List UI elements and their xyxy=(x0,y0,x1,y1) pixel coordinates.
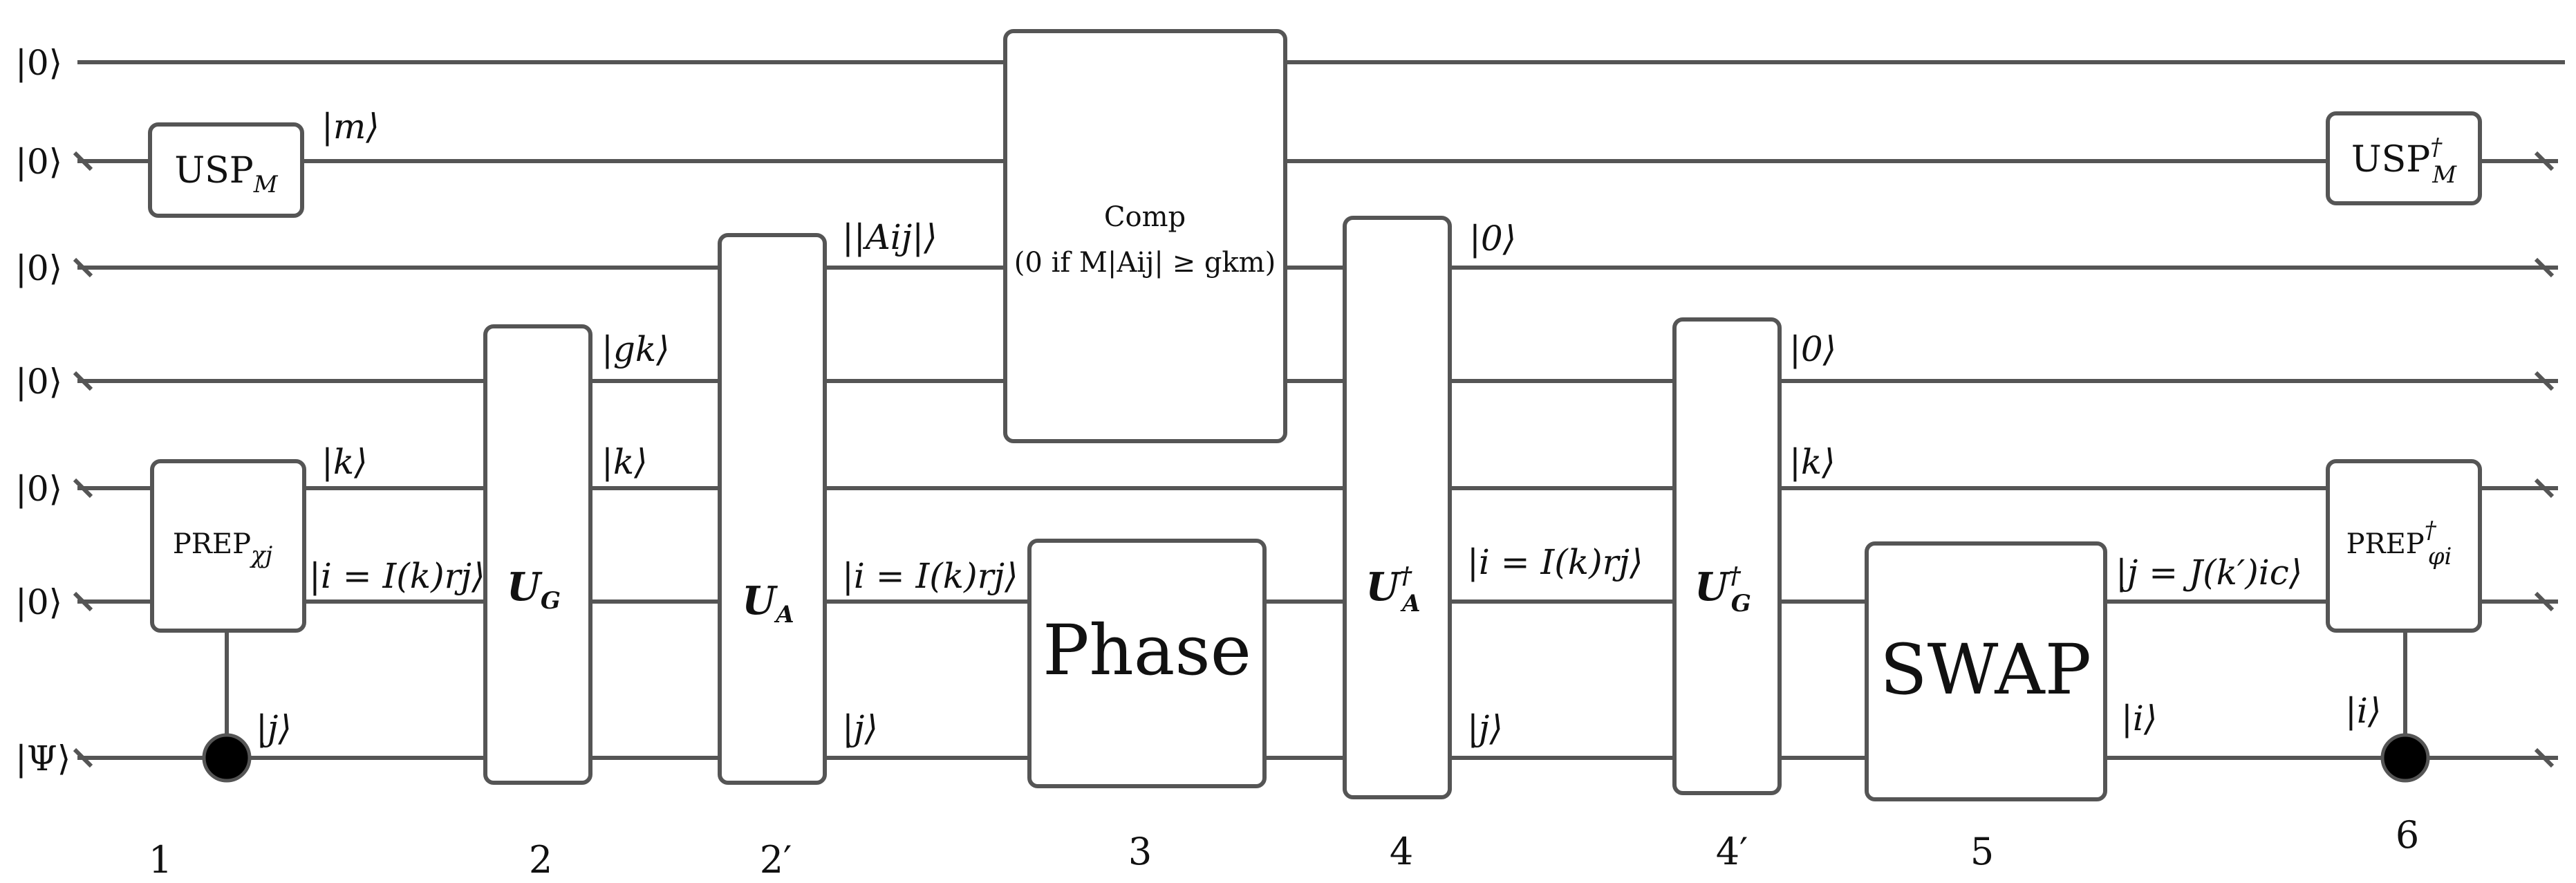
label-i-eq-irj-2: |i = I(k)rj⟩ xyxy=(842,556,1018,596)
prep-dagger-sub: φi xyxy=(2428,543,2452,570)
input-labels: |0⟩ |0⟩ |0⟩ |0⟩ |0⟩ |0⟩ |Ψ⟩ xyxy=(15,43,71,779)
ug-dagger-sup: † xyxy=(1728,562,1742,590)
swap-gate-label: SWAP xyxy=(1880,629,2091,710)
label-j-after-ua-dag: |j⟩ xyxy=(1467,708,1503,748)
ug-dagger-label: U xyxy=(1695,564,1730,610)
phase-gate-label: Phase xyxy=(1043,610,1251,691)
slash-out-7 xyxy=(2534,747,2555,768)
svg-text:U†A: U†A xyxy=(1365,562,1420,617)
wires xyxy=(77,60,2565,760)
prep-dagger-label: PREP xyxy=(2346,528,2425,560)
slash-out-2 xyxy=(2534,151,2555,171)
label-i-eq-irj-3: |i = I(k)rj⟩ xyxy=(1467,542,1643,582)
prep-dag-control-dot xyxy=(2380,733,2430,783)
ug-dagger-gate: U†G xyxy=(1672,317,1782,795)
ua-dagger-sup: † xyxy=(1399,562,1412,590)
usp-dagger-label: USP xyxy=(2351,139,2430,180)
ua-dagger-gate: U†A xyxy=(1343,216,1452,799)
label-zero-after-ug-dag: |0⟩ xyxy=(1789,329,1836,369)
label-k-after-prep: |k⟩ xyxy=(321,442,368,482)
slash-in-2 xyxy=(73,151,93,171)
ug-gate: UG xyxy=(483,324,592,785)
usp-gate-sub: M xyxy=(253,171,279,198)
input-label-5: |0⟩ xyxy=(15,469,62,509)
step-2-prime: 2′ xyxy=(760,838,792,882)
svg-text:U†G: U†G xyxy=(1695,562,1751,617)
step-1: 1 xyxy=(149,838,172,882)
ua-gate-label: U xyxy=(742,578,778,624)
step-4: 4 xyxy=(1390,830,1413,873)
ug-gate-label: U xyxy=(507,564,543,610)
ua-gate: UA xyxy=(718,233,827,785)
ug-dagger-sub: G xyxy=(1731,590,1751,617)
comp-gate-title: Comp xyxy=(1104,201,1186,233)
label-k-after-ug: |k⟩ xyxy=(601,442,648,482)
prep-gate: PREPχj xyxy=(150,459,306,633)
usp-dagger-gate: USP†M xyxy=(2326,111,2482,205)
slash-in-7 xyxy=(73,747,93,768)
slash-out-4 xyxy=(2534,371,2555,391)
ua-dagger-sub: A xyxy=(1400,590,1420,617)
slash-in-4 xyxy=(73,371,93,391)
prep-dagger-sup: † xyxy=(2425,517,2437,544)
ug-gate-sub: G xyxy=(541,587,561,615)
svg-text:PREP†φi: PREP†φi xyxy=(2346,517,2452,570)
wire-labels: |m⟩ ||Aij|⟩ |gk⟩ |k⟩ |k⟩ |i = I(k)rj⟩ |j… xyxy=(256,106,2381,748)
step-5: 5 xyxy=(1970,830,1994,873)
comp-gate: Comp (0 if M|Aij| ≥ gkm) xyxy=(1003,29,1287,443)
bundle-slashes xyxy=(73,151,2555,768)
usp-dagger-sup: † xyxy=(2430,133,2443,161)
input-label-6: |0⟩ xyxy=(15,582,62,622)
svg-text:UG: UG xyxy=(507,564,561,615)
svg-text:PREPχj: PREPχj xyxy=(173,528,273,569)
slash-in-5 xyxy=(73,478,93,499)
label-i-control: |i⟩ xyxy=(2345,691,2381,731)
usp-gate-label: USP xyxy=(174,150,253,192)
slash-out-6 xyxy=(2534,591,2555,612)
input-label-2: |0⟩ xyxy=(15,142,62,182)
prep-gate-label: PREP xyxy=(173,528,251,560)
svg-text:UA: UA xyxy=(742,578,794,629)
prep-dagger-gate: PREP†φi xyxy=(2326,459,2482,633)
usp-gate: USPM xyxy=(148,122,304,218)
label-j-eq-jic: |j = J(k′)ic⟩ xyxy=(2116,552,2302,593)
label-i-after-swap: |i⟩ xyxy=(2121,698,2157,738)
step-6: 6 xyxy=(2396,813,2419,857)
label-abs-aij: ||Aij|⟩ xyxy=(842,217,937,257)
slash-in-6 xyxy=(73,591,93,612)
slash-out-3 xyxy=(2534,257,2555,278)
step-4-prime: 4′ xyxy=(1716,830,1748,873)
ua-dagger-label: U xyxy=(1365,564,1401,610)
step-2: 2 xyxy=(529,838,552,882)
svg-text:USPM: USPM xyxy=(174,150,278,198)
slash-out-5 xyxy=(2534,478,2555,499)
step-3: 3 xyxy=(1128,830,1152,873)
input-label-3: |0⟩ xyxy=(15,248,62,288)
label-j-after-ctrl: |j⟩ xyxy=(256,708,292,748)
swap-gate: SWAP xyxy=(1865,541,2107,801)
label-k-after-ug-dag: |k⟩ xyxy=(1789,442,1836,482)
ua-gate-sub: A xyxy=(774,601,794,629)
prep-control-dot xyxy=(202,733,252,783)
usp-dagger-sub: M xyxy=(2432,161,2457,189)
phase-gate: Phase xyxy=(1027,539,1267,788)
input-label-1: |0⟩ xyxy=(15,43,62,83)
input-label-4: |0⟩ xyxy=(15,362,62,402)
label-gk: |gk⟩ xyxy=(601,329,670,369)
label-j-after-ua: |j⟩ xyxy=(842,708,878,748)
label-i-eq-irj-1: |i = I(k)rj⟩ xyxy=(309,556,485,596)
slash-in-3 xyxy=(73,257,93,278)
prep-gate-sub: χj xyxy=(250,541,273,569)
svg-text:USP†M: USP†M xyxy=(2351,133,2457,189)
step-numbers: 1 2 2′ 3 4 4′ 5 6 xyxy=(149,813,2419,882)
label-m: |m⟩ xyxy=(321,106,380,147)
label-zero-after-ua-dag: |0⟩ xyxy=(1469,219,1516,259)
comp-gate-condition: (0 if M|Aij| ≥ gkm) xyxy=(1014,247,1276,279)
input-label-7: |Ψ⟩ xyxy=(15,738,71,779)
